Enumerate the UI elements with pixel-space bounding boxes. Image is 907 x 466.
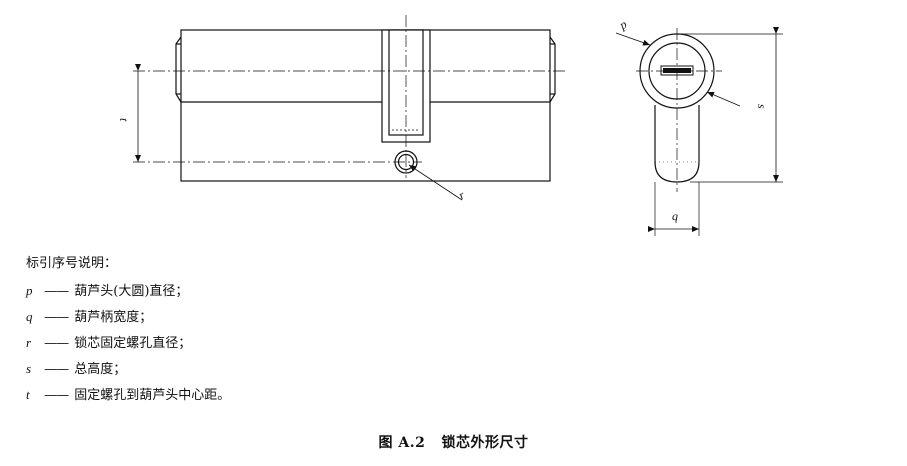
right-cap bbox=[549, 36, 556, 103]
legend-text: 葫芦柄宽度； bbox=[74, 310, 153, 325]
legend-dash: —— bbox=[44, 336, 69, 351]
legend-text: 葫芦头(大圆)直径； bbox=[74, 284, 189, 299]
legend-text: 固定螺孔到葫芦头中心距。 bbox=[74, 388, 231, 403]
left-cap bbox=[175, 36, 182, 103]
side-view bbox=[175, 29, 556, 182]
lock-cylinder-drawing: t r s p q bbox=[117, 15, 783, 236]
legend-text: 总高度； bbox=[74, 362, 127, 377]
front-stem bbox=[654, 105, 700, 183]
dimension-p bbox=[615, 32, 741, 107]
legend-item: r —— 锁芯固定螺孔直径； bbox=[26, 330, 230, 356]
figure-caption: 图 A.2 锁芯外形尺寸 bbox=[378, 435, 529, 451]
label-s: s bbox=[755, 104, 769, 109]
dimension-r bbox=[408, 164, 463, 201]
legend-dash: —— bbox=[44, 362, 69, 377]
legend-title: 标引序号说明： bbox=[26, 256, 118, 271]
label-t: t bbox=[117, 118, 131, 122]
legend-symbol: s bbox=[26, 361, 32, 376]
label-p: p bbox=[616, 17, 629, 33]
cylinder-body bbox=[180, 29, 551, 182]
label-q: q bbox=[672, 209, 678, 223]
legend: 标引序号说明： p —— 葫芦头(大圆)直径； q —— 葫芦柄宽度； r ——… bbox=[26, 251, 230, 408]
legend-item: s —— 总高度； bbox=[26, 356, 230, 382]
legend-text: 锁芯固定螺孔直径； bbox=[74, 336, 192, 351]
legend-symbol: p bbox=[26, 283, 33, 298]
legend-symbol: t bbox=[26, 387, 30, 402]
legend-item: p —— 葫芦头(大圆)直径； bbox=[26, 278, 230, 304]
legend-symbol: r bbox=[26, 335, 32, 350]
label-r: r bbox=[456, 188, 467, 203]
legend-dash: —— bbox=[44, 388, 69, 403]
legend-dash: —— bbox=[44, 284, 69, 299]
legend-dash: —— bbox=[44, 310, 69, 325]
legend-item: q —— 葫芦柄宽度； bbox=[26, 304, 230, 330]
legend-item: t —— 固定螺孔到葫芦头中心距。 bbox=[26, 382, 230, 408]
legend-symbol: q bbox=[26, 309, 33, 324]
